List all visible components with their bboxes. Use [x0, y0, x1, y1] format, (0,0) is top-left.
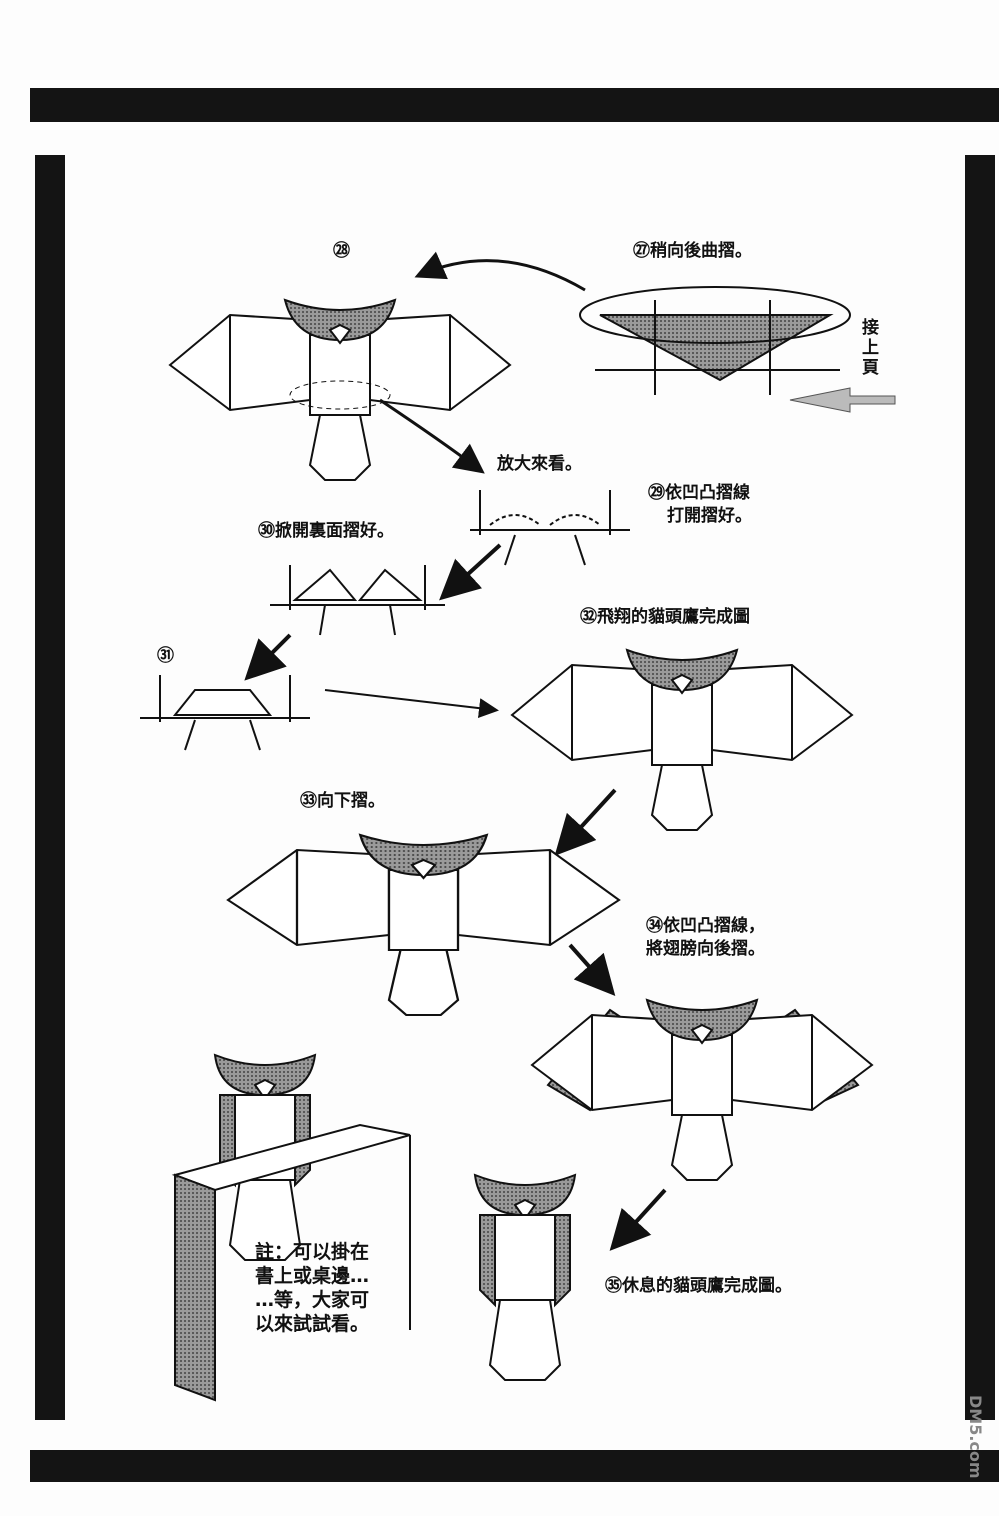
- step31-diagram: [140, 675, 310, 751]
- zoom-label: 放大來看。: [497, 454, 582, 474]
- right-border-bar: [965, 155, 995, 1420]
- step30-diagram: [270, 565, 445, 636]
- step30-label: ㉚掀開裏面摺好。: [258, 521, 394, 541]
- top-border-bar: [30, 88, 999, 122]
- step31-label: ㉛: [157, 646, 174, 666]
- step29-diagram: [470, 490, 630, 566]
- step32-owl: [511, 649, 853, 831]
- step33-label: ㉝向下摺。: [300, 791, 385, 811]
- bottom-border-bar: [30, 1450, 999, 1482]
- step29-label-line2: 打開摺好。: [667, 506, 752, 526]
- step28-label: ㉘: [333, 241, 350, 261]
- step34-label-line1: ㉞依凹凸摺線，: [646, 916, 765, 936]
- note-line4: 以來試試看。: [255, 1313, 370, 1335]
- step27-diagram: [414, 251, 896, 413]
- note-line2: 書上或桌邊…: [255, 1265, 370, 1287]
- step34-label-line2: 將翅膀向後摺。: [646, 939, 765, 959]
- step32-label: ㉜飛翔的貓頭鷹完成圖: [580, 607, 750, 627]
- step35-label: ㉟休息的貓頭鷹完成圖。: [605, 1276, 792, 1296]
- step27-label: ㉗稍向後曲摺。: [633, 241, 752, 261]
- step34-owl: [531, 999, 873, 1181]
- step35-owl: [474, 1174, 576, 1381]
- step29-label-line1: ㉙依凹凸摺線: [648, 483, 750, 503]
- book-edge: [171, 1123, 411, 1402]
- left-border-bar: [35, 155, 65, 1420]
- note-text: 註：可以掛在 書上或桌邊… …等，大家可 以來試試看。: [255, 1240, 369, 1336]
- step33-owl: [226, 833, 621, 1017]
- note-line1: 註：可以掛在: [255, 1241, 370, 1263]
- watermark: DM5.com: [966, 1395, 985, 1479]
- note-line3: …等，大家可: [255, 1289, 370, 1311]
- continue-label: 接上頁: [862, 318, 879, 378]
